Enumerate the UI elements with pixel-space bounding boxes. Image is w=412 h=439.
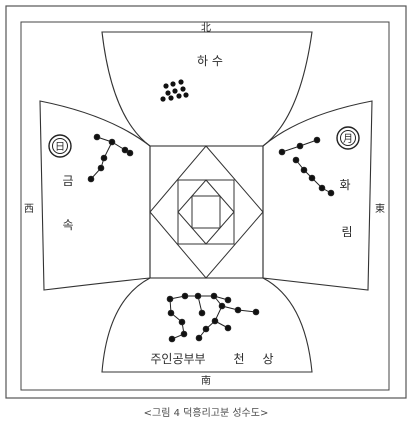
south-text-2: 천 xyxy=(233,351,244,366)
sun-label: 日 xyxy=(55,142,65,153)
square-inner xyxy=(192,196,220,228)
direction-north-label: 北 xyxy=(201,22,211,34)
north-wedge xyxy=(102,32,312,146)
figure-caption: <그림 4 덕흥리고분 성수도> xyxy=(0,404,412,419)
direction-west-label: 西 xyxy=(24,204,34,215)
moon-label: 月 xyxy=(343,133,353,145)
diamond-outer xyxy=(150,146,263,278)
south-text-3: 상 xyxy=(262,352,273,366)
south-wedge xyxy=(102,278,312,372)
west-text-2: 속 xyxy=(62,218,73,232)
direction-south-label: 南 xyxy=(201,374,211,387)
square-mid xyxy=(178,180,234,244)
south-constellation xyxy=(167,293,259,342)
south-text-1: 주인공부부 xyxy=(150,352,205,366)
direction-east-label: 東 xyxy=(375,202,385,215)
north-label: 하 수 xyxy=(197,54,223,68)
center-square xyxy=(150,146,263,278)
east-constellation xyxy=(279,137,334,196)
east-text-2: 림 xyxy=(341,225,352,239)
north-star-cluster xyxy=(160,79,188,101)
diamond-inner xyxy=(178,180,234,244)
east-text-1: 화 xyxy=(339,178,350,192)
inner-frame xyxy=(21,22,389,390)
west-constellation xyxy=(88,134,133,182)
west-text-1: 금 xyxy=(62,174,73,188)
